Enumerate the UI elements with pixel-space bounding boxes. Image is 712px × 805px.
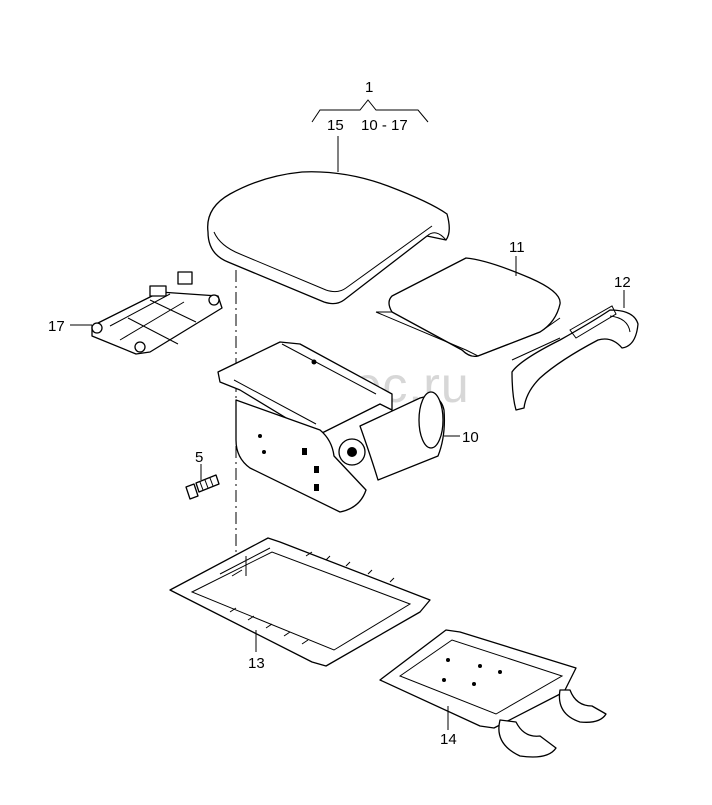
callout-13: 13	[248, 655, 265, 672]
part-13-frame[interactable]: 13	[169, 537, 431, 672]
part-12-side-cover[interactable]: 12	[511, 274, 639, 411]
callout-14: 14	[440, 731, 457, 748]
callout-10: 10	[462, 429, 479, 446]
part-17-hinge[interactable]: 17	[48, 271, 223, 355]
callout-range-right: 10 - 17	[361, 117, 408, 134]
part-5-bolt[interactable]: 5	[185, 449, 220, 500]
callout-17: 17	[48, 318, 65, 335]
assembly-bracket: 1 15 10 - 17	[311, 79, 429, 134]
callout-12: 12	[614, 274, 631, 291]
part-11-tray-insert[interactable]: 11	[375, 239, 561, 358]
part-15-armrest-lid[interactable]: 15	[207, 117, 450, 305]
callout-5: 5	[195, 449, 203, 466]
part-14-base-plate[interactable]: 14	[379, 629, 607, 758]
part-10-base-bracket[interactable]: 10	[217, 341, 479, 513]
callout-range-left: 15	[327, 117, 344, 134]
callout-11: 11	[509, 239, 525, 256]
callout-assembly: 1	[365, 79, 373, 96]
